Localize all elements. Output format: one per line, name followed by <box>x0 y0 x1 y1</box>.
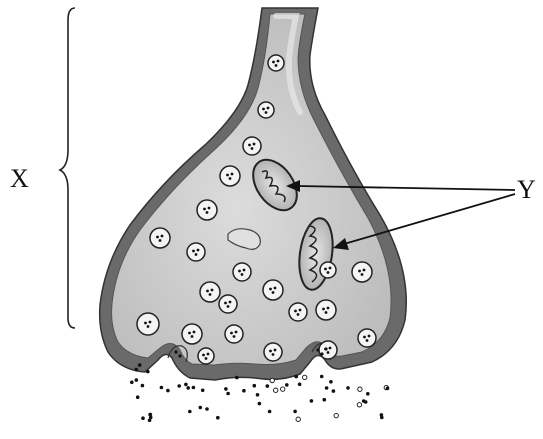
synaptic-vesicle <box>243 137 261 155</box>
synaptic-vesicle <box>258 102 274 118</box>
neurotransmitter-particle <box>177 384 181 388</box>
neurotransmitter-particle <box>316 348 319 351</box>
neurotransmitter-particle <box>386 387 390 391</box>
synaptic-vesicle <box>198 348 214 364</box>
synaptic-vesicle <box>264 343 282 361</box>
neurotransmitter-particle <box>281 387 285 391</box>
neurotransmitter-particle <box>148 413 152 417</box>
synaptic-vesicle <box>187 243 205 261</box>
synaptic-vesicle <box>263 280 283 300</box>
synaptic-vesicle <box>289 303 307 321</box>
neurotransmitter-particle <box>325 386 329 390</box>
neurotransmitter-particle <box>174 350 177 353</box>
synaptic-vesicle <box>358 329 376 347</box>
neurotransmitter-particle <box>242 389 246 393</box>
label-x: X <box>10 166 29 192</box>
neurotransmitter-particle <box>141 384 145 388</box>
neurotransmitter-particle <box>358 387 362 391</box>
synaptic-vesicle <box>200 282 220 302</box>
neurotransmitter-particle <box>270 378 274 382</box>
neurotransmitter-particle <box>186 386 190 390</box>
neurotransmitter-particle <box>178 354 181 357</box>
synaptic-vesicle <box>225 325 243 343</box>
synaptic-vesicle <box>219 295 237 313</box>
neurotransmitter-particle <box>136 395 140 399</box>
synaptic-vesicle <box>220 166 240 186</box>
synaptic-vesicle <box>268 55 284 71</box>
neurotransmitter-particle <box>216 416 220 420</box>
brace-x <box>60 8 75 328</box>
neurotransmitter-particle <box>130 381 134 385</box>
neurotransmitter-particle <box>334 413 338 417</box>
neurotransmitter-particle <box>320 352 323 355</box>
neurotransmitter-particle <box>199 406 203 410</box>
neurotransmitter-particle <box>294 375 298 379</box>
neurotransmitter-particle <box>258 402 262 406</box>
synaptic-vesicle <box>182 324 202 344</box>
neurotransmitter-particle <box>141 416 145 420</box>
neurotransmitter-particle <box>201 389 205 393</box>
synaptic-vesicle <box>233 263 251 281</box>
neurotransmitter-particle <box>166 389 170 393</box>
neurotransmitter-particle <box>332 389 336 393</box>
neurotransmitter-particle <box>188 410 192 414</box>
neurotransmitter-particle <box>146 370 150 374</box>
neurotransmitter-particle <box>285 383 289 387</box>
neurotransmitter-particle <box>329 380 333 384</box>
neurotransmitter-particle <box>296 417 300 421</box>
neurotransmitter-particle <box>160 386 164 390</box>
neurotransmitter-particle <box>253 384 257 388</box>
neurotransmitter-particle <box>274 388 278 392</box>
neurotransmitter-particle <box>135 368 139 372</box>
neurotransmitter-particle <box>293 410 297 414</box>
synaptic-vesicle <box>319 341 337 359</box>
synaptic-vesicle <box>316 300 336 320</box>
neurotransmitter-particle <box>357 403 361 407</box>
neurotransmitter-particle <box>323 398 327 402</box>
neurotransmitter-particle <box>380 413 384 417</box>
synaptic-vesicle <box>352 262 372 282</box>
neurotransmitter-particle <box>303 375 307 379</box>
neurotransmitter-particle <box>192 386 196 390</box>
neurotransmitter-particle <box>148 419 152 423</box>
neurotransmitter-particle <box>266 384 270 388</box>
neurotransmitter-particle <box>366 392 370 396</box>
neurotransmitter-particle <box>184 383 188 387</box>
terminal-cytoplasm <box>112 14 391 365</box>
neurotransmitter-particle <box>364 400 368 404</box>
neurotransmitter-particle <box>256 393 260 397</box>
neurotransmitter-particle <box>320 375 324 379</box>
neurotransmitter-particle <box>226 392 230 396</box>
synaptic-vesicle <box>150 228 170 248</box>
neurotransmitter-particle <box>224 387 228 391</box>
neurotransmitter-particle <box>298 383 302 387</box>
neurotransmitter-particle <box>235 376 239 380</box>
synaptic-vesicle <box>197 200 217 220</box>
neurotransmitter-particle <box>310 399 314 403</box>
label-y: Y <box>517 177 536 203</box>
synaptic-vesicle <box>137 313 159 335</box>
neurotransmitter-particle <box>268 410 272 414</box>
neurotransmitter-particle <box>138 363 142 367</box>
neurotransmitter-particle <box>205 407 209 411</box>
synaptic-vesicle <box>320 262 336 278</box>
neurotransmitter-particle <box>135 378 139 382</box>
neurotransmitter-particle <box>324 347 327 350</box>
neurotransmitter-particle <box>346 386 350 390</box>
